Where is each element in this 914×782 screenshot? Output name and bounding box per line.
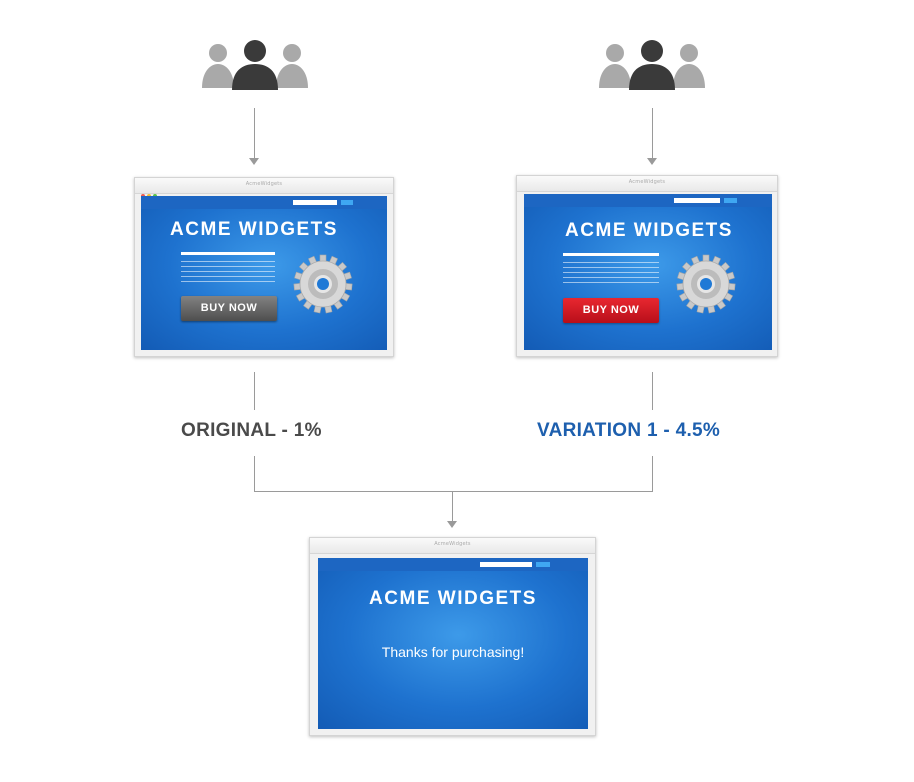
arrow-to-original: [249, 158, 259, 165]
text-line: [181, 261, 275, 262]
arrow-to-confirmation: [447, 521, 457, 528]
page-screen: ACME WIDGETS BUY NOW: [141, 196, 387, 350]
user-group-icon-variation: [599, 40, 705, 90]
nav-search-button: [724, 198, 737, 203]
page-screen: ACME WIDGETS Thanks for purchasing!: [318, 558, 588, 729]
connector-merge-down: [452, 491, 453, 521]
connector-variation-to-label: [652, 372, 653, 410]
connector-merge-horizontal: [254, 491, 653, 492]
connector-users-to-variation: [652, 108, 653, 158]
nav-search-bar: [293, 200, 337, 205]
arrow-to-variation: [647, 158, 657, 165]
site-navbar: [524, 194, 772, 207]
variation-result-label: VARIATION 1 - 4.5%: [537, 420, 721, 441]
browser-variation: AcmeWidgets ACME WIDGETS BUY NOW: [516, 175, 778, 357]
nav-search-bar: [674, 198, 720, 203]
site-navbar: [318, 558, 588, 571]
browser-title: AcmeWidgets: [245, 181, 283, 187]
text-line: [563, 277, 659, 278]
page-screen: ACME WIDGETS BUY NOW: [524, 194, 772, 350]
connector-users-to-original: [254, 108, 255, 158]
browser-titlebar: AcmeWidgets: [310, 538, 595, 554]
gear-icon: [676, 254, 736, 314]
user-group-icon-original: [202, 40, 308, 90]
browser-confirmation: AcmeWidgets ACME WIDGETS Thanks for purc…: [309, 537, 596, 736]
site-title: ACME WIDGETS: [170, 219, 338, 240]
text-line: [563, 272, 659, 273]
buy-now-button[interactable]: BUY NOW: [181, 296, 277, 321]
browser-original: AcmeWidgets ACME WIDGETS BUY NOW: [134, 177, 394, 357]
gear-icon: [293, 254, 353, 314]
text-heading-bar: [563, 253, 659, 256]
thank-you-message: Thanks for purchasing!: [381, 644, 525, 660]
nav-search-bar: [480, 562, 532, 567]
site-title: ACME WIDGETS: [369, 588, 537, 609]
text-line: [563, 267, 659, 268]
nav-search-button: [536, 562, 550, 567]
text-heading-bar: [181, 252, 275, 255]
connector-original-to-label: [254, 372, 255, 410]
text-line: [181, 276, 275, 277]
text-line: [181, 281, 275, 282]
text-line: [563, 262, 659, 263]
browser-title: AcmeWidgets: [628, 179, 666, 185]
buy-now-button[interactable]: BUY NOW: [563, 298, 659, 323]
connector-variation-label-down: [652, 456, 653, 492]
browser-title: AcmeWidgets: [434, 541, 471, 547]
nav-search-button: [341, 200, 353, 205]
site-title: ACME WIDGETS: [565, 220, 733, 241]
browser-titlebar: AcmeWidgets: [517, 176, 777, 192]
browser-titlebar: AcmeWidgets: [135, 178, 393, 198]
site-navbar: [141, 196, 387, 209]
text-line: [181, 271, 275, 272]
text-line: [181, 266, 275, 267]
original-result-label: ORIGINAL - 1%: [181, 420, 322, 441]
text-line: [563, 282, 659, 283]
connector-original-label-down: [254, 456, 255, 492]
